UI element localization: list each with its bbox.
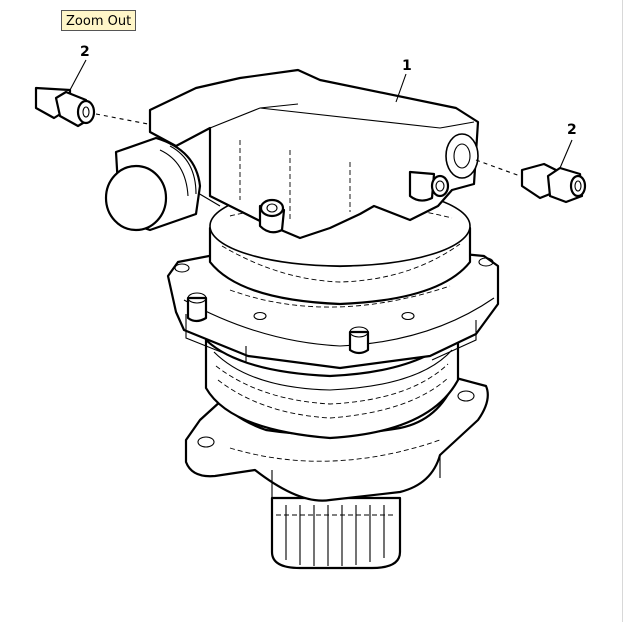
viewer-border xyxy=(622,0,623,622)
callout-item-1: 1 xyxy=(402,58,412,74)
body-fitting-right xyxy=(408,170,450,202)
callout-item-2-right: 2 xyxy=(567,122,577,138)
mounting-flange xyxy=(184,376,489,502)
output-shaft xyxy=(270,496,402,570)
fitting-left xyxy=(34,86,96,128)
left-cap xyxy=(104,136,202,232)
zoom-out-button[interactable]: Zoom Out xyxy=(61,10,137,31)
fitting-right xyxy=(520,162,587,204)
leader-lines xyxy=(69,59,573,177)
body-fitting-center xyxy=(258,198,286,234)
gear-housing xyxy=(204,332,460,440)
callout-item-2-left: 2 xyxy=(80,44,90,60)
